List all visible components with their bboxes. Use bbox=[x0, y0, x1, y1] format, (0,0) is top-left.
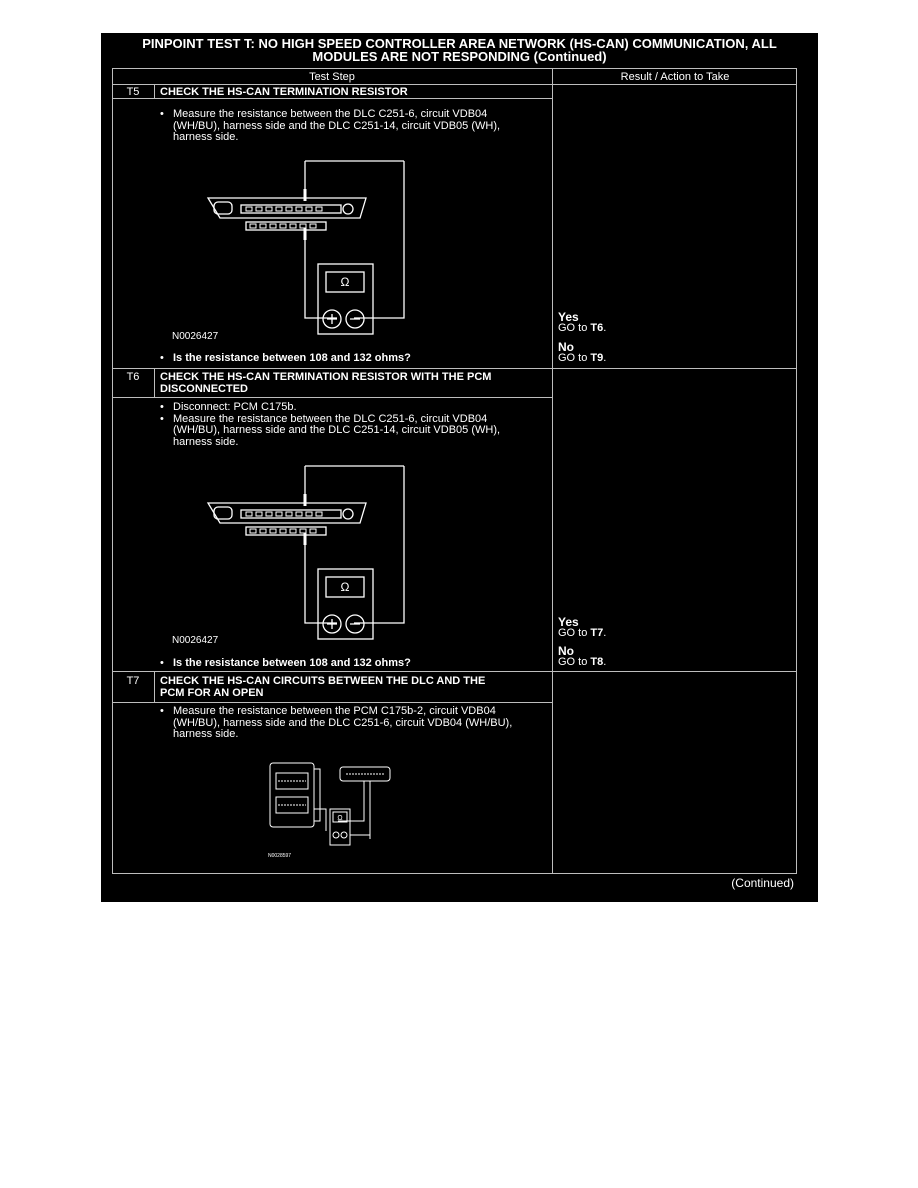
step-id-t5: T5 bbox=[126, 86, 140, 98]
result-t5-no: No GO to T9. bbox=[558, 341, 606, 364]
ohm-symbol: Ω bbox=[341, 580, 350, 594]
step-title-line: CHECK THE HS-CAN CIRCUITS BETWEEN THE DL… bbox=[160, 675, 486, 687]
step-title-line bbox=[112, 702, 552, 703]
no-action-t5: GO to T9. bbox=[558, 352, 607, 364]
header-test-step: Test Step bbox=[309, 71, 355, 83]
yes-label-t5: Yes bbox=[558, 310, 579, 324]
instruction-item: Measure the resistance between the PCM C… bbox=[155, 705, 535, 741]
step-id-divider bbox=[154, 84, 155, 98]
result-t6-no: No GO to T8. bbox=[558, 645, 606, 668]
yes-action-t6: GO to T7. bbox=[558, 627, 607, 639]
result-t5: Yes GO to T6. bbox=[558, 311, 606, 334]
yes-label-t6: Yes bbox=[558, 615, 579, 629]
no-label-t6: No bbox=[558, 644, 574, 658]
step-id-divider bbox=[154, 368, 155, 397]
step-separator bbox=[112, 368, 797, 369]
no-label-t5: No bbox=[558, 340, 574, 354]
pinpoint-test-sheet: PINPOINT TEST T: NO HIGH SPEED CONTROLLE… bbox=[101, 33, 818, 902]
step-title-line: PCM FOR AN OPEN bbox=[160, 687, 264, 699]
page-title: PINPOINT TEST T: NO HIGH SPEED CONTROLLE… bbox=[101, 37, 818, 63]
figure-id-t5: N0026427 bbox=[172, 331, 219, 342]
instruction-item: Measure the resistance between the DLC C… bbox=[155, 413, 535, 449]
step-title-t5: CHECK THE HS-CAN TERMINATION RESISTOR bbox=[160, 86, 408, 98]
column-divider bbox=[552, 68, 553, 874]
dlc-resistance-diagram-t6: Ω bbox=[206, 465, 405, 640]
header-row-line bbox=[112, 84, 797, 85]
step-separator bbox=[112, 671, 797, 672]
step-title-line: DISCONNECTED bbox=[160, 383, 249, 395]
figure-id-t7: N0028597 bbox=[268, 853, 291, 859]
dlc-resistance-diagram-t5: Ω bbox=[206, 160, 405, 335]
instruction-item: Measure the resistance between the DLC C… bbox=[155, 108, 535, 144]
step-id-t7: T7 bbox=[126, 675, 140, 687]
no-action-t6: GO to T8. bbox=[558, 656, 607, 668]
test-table bbox=[112, 68, 797, 874]
step-title-line: CHECK THE HS-CAN TERMINATION RESISTOR WI… bbox=[160, 371, 492, 383]
question-t5: Is the resistance between 108 and 132 oh… bbox=[155, 352, 411, 364]
header-result-action: Result / Action to Take bbox=[620, 71, 730, 83]
pcm-dlc-diagram-t7: Ω N0028597 bbox=[268, 762, 391, 859]
instruction-item: Disconnect: PCM C175b. bbox=[155, 401, 535, 414]
step-instructions-t6: Disconnect: PCM C175b. Measure the resis… bbox=[155, 401, 535, 449]
ohm-symbol: Ω bbox=[337, 815, 342, 822]
step-title-t6: CHECK THE HS-CAN TERMINATION RESISTOR WI… bbox=[160, 371, 550, 395]
question-t6: Is the resistance between 108 and 132 oh… bbox=[155, 657, 411, 669]
title-line-2: MODULES ARE NOT RESPONDING (Continued) bbox=[312, 49, 607, 64]
title-line-1: PINPOINT TEST T: NO HIGH SPEED CONTROLLE… bbox=[142, 36, 777, 51]
ohm-symbol: Ω bbox=[341, 275, 350, 289]
step-instructions-t7: Measure the resistance between the PCM C… bbox=[155, 705, 535, 741]
step-title-t7: CHECK THE HS-CAN CIRCUITS BETWEEN THE DL… bbox=[160, 675, 550, 699]
result-t6: Yes GO to T7. bbox=[558, 616, 606, 639]
step-id-t6: T6 bbox=[126, 371, 140, 383]
yes-action-t5: GO to T6. bbox=[558, 322, 607, 334]
continued-note: (Continued) bbox=[731, 876, 794, 890]
step-title-line bbox=[112, 98, 552, 99]
step-id-divider bbox=[154, 671, 155, 702]
step-title-line bbox=[112, 397, 552, 398]
step-instructions-t5: Measure the resistance between the DLC C… bbox=[155, 108, 535, 144]
figure-id-t6: N0026427 bbox=[172, 635, 219, 646]
